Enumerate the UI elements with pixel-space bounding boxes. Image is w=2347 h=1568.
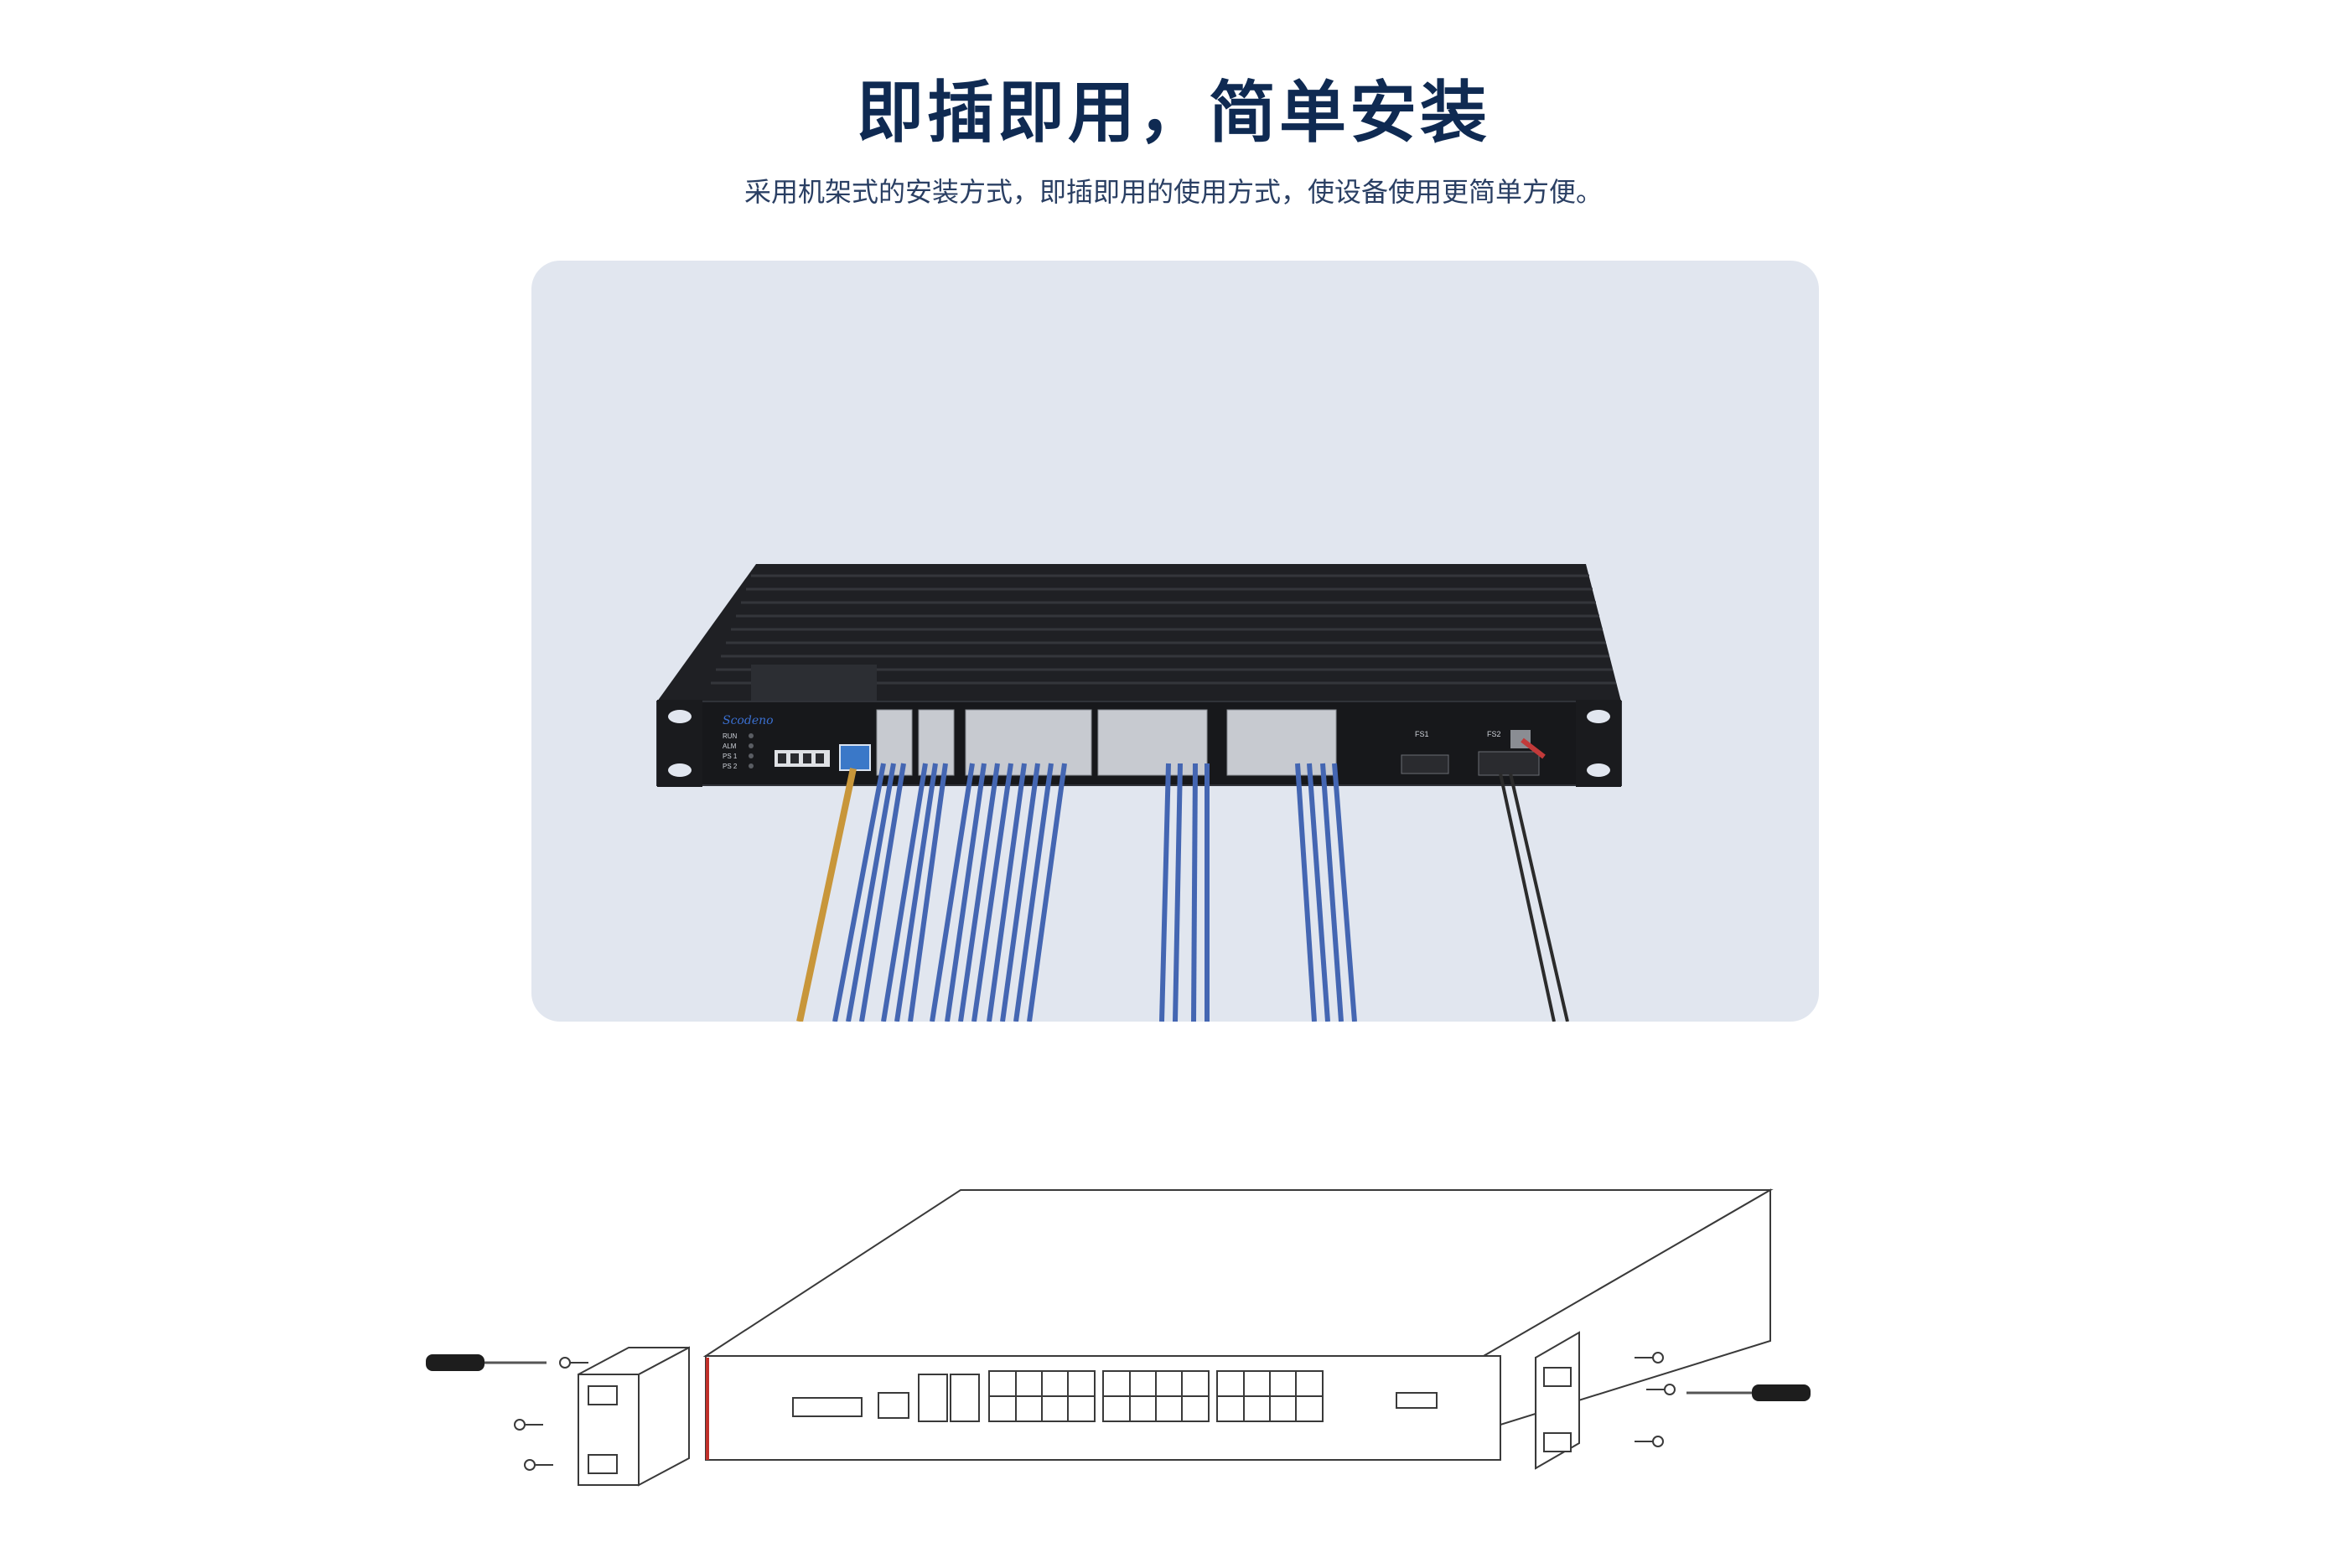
- power-cables: [1499, 773, 1569, 1022]
- led-label-ps2: PS 2: [723, 763, 738, 770]
- led-label-run: RUN: [723, 732, 738, 740]
- screws: [514, 1352, 1676, 1471]
- page-subtitle: 采用机架式的安装方式，即插即用的使用方式，使设备使用更简单方便。: [743, 176, 1603, 208]
- screwdriver-right-icon: [1686, 1384, 1811, 1401]
- screwdriver-left-icon: [426, 1354, 547, 1371]
- switch-product-illustration: Scodeno RUN ALM PS 1 PS 2: [656, 564, 1622, 1022]
- product-photo-panel: Scodeno RUN ALM PS 1 PS 2: [531, 261, 1819, 1022]
- right-rack-bracket: [1535, 1331, 1580, 1470]
- power-labels: FS1 FS2: [1415, 730, 1501, 738]
- sfp-port-blocks: [876, 709, 1337, 776]
- led-labels: RUN ALM PS 1 PS 2: [723, 732, 738, 770]
- brand-logo: Scodeno: [723, 714, 774, 727]
- rack-mount-installation-diagram: [426, 1188, 1811, 1487]
- top-label-plate: [751, 665, 877, 701]
- chassis-outline: [702, 1188, 1774, 1461]
- power-label-fs1: FS1: [1415, 730, 1429, 738]
- power-label-fs2: FS2: [1487, 730, 1501, 738]
- left-rack-bracket: [578, 1346, 690, 1487]
- led-label-alm: ALM: [723, 743, 737, 750]
- page-title: 即插即用，简单安装: [857, 74, 1490, 152]
- chassis-top: [657, 564, 1621, 701]
- status-leds: [749, 733, 754, 768]
- port-dividers: [989, 1371, 1323, 1421]
- console-port[interactable]: [839, 744, 871, 771]
- ground-screw: [1521, 737, 1546, 759]
- ethernet-cable: [796, 768, 857, 1022]
- fiber-cables: [832, 763, 1357, 1022]
- power-terminal[interactable]: [1478, 751, 1540, 776]
- power-input-port[interactable]: [1401, 754, 1449, 774]
- led-label-ps1: PS 1: [723, 753, 738, 760]
